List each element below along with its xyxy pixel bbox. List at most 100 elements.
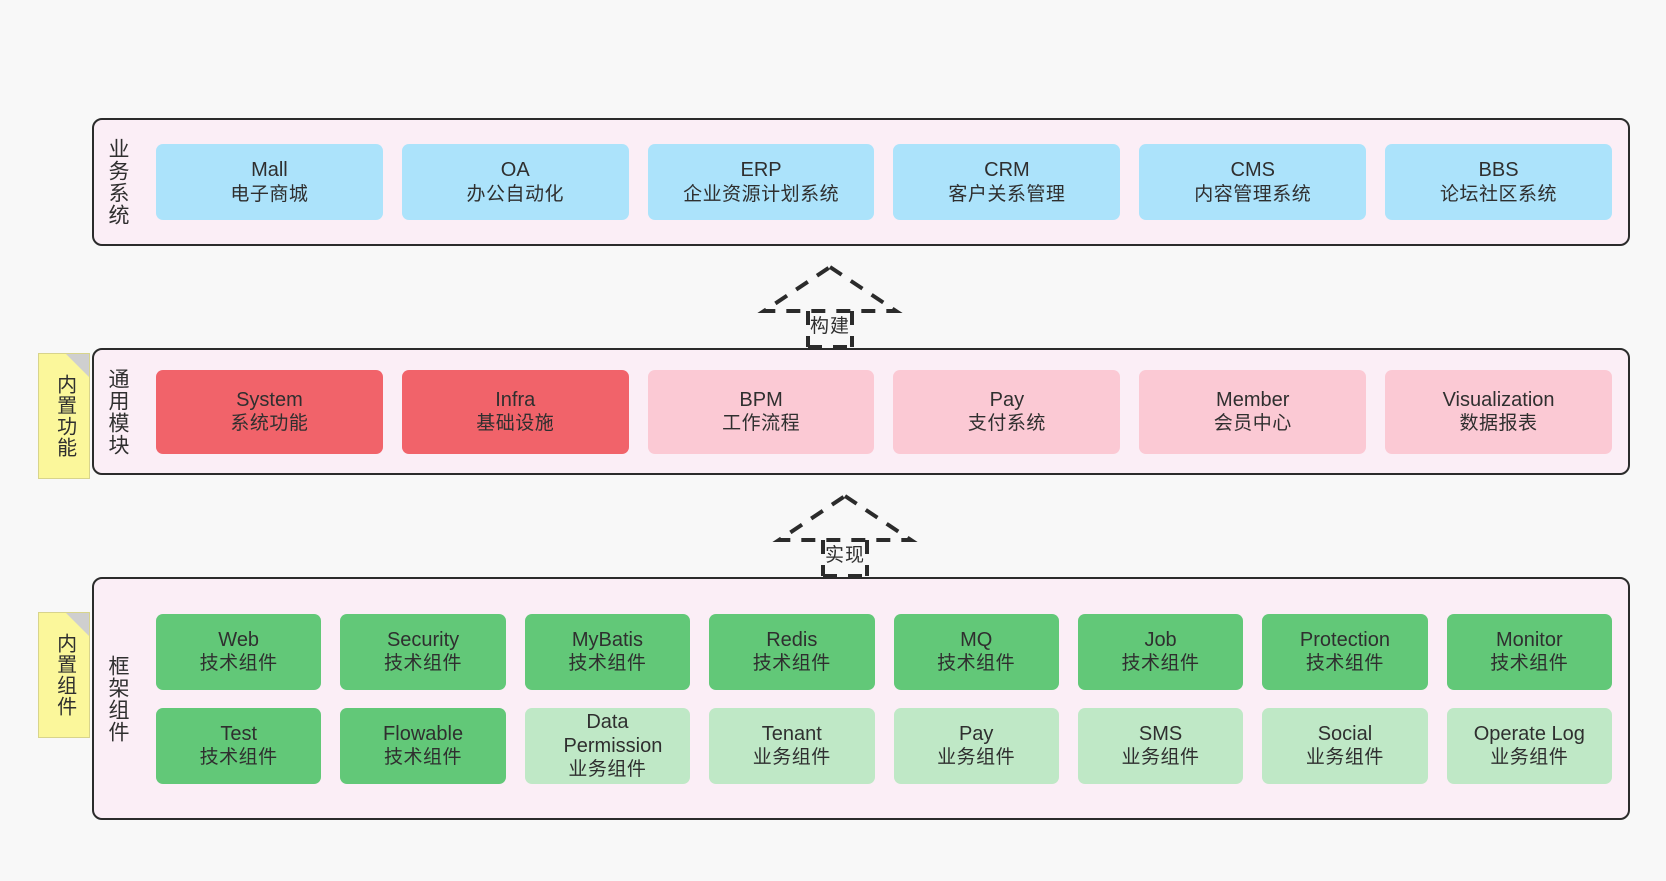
card-member[interactable]: Member 会员中心 — [1139, 369, 1367, 454]
card-title: Test — [220, 722, 258, 745]
card-title: Pay — [958, 722, 994, 745]
card-infra[interactable]: Infra 基础设施 — [401, 369, 629, 454]
note-label: 内置组件 — [53, 633, 76, 717]
card-title: Pay — [989, 388, 1025, 411]
card-web[interactable]: Web 技术组件 — [156, 613, 322, 690]
card-subtitle: 数据报表 — [1459, 413, 1538, 435]
layer-framework-component: 框架组件 Web 技术组件 Security 技术组件 MyBatis 技术组件… — [92, 577, 1630, 820]
card-mybatis[interactable]: MyBatis 技术组件 — [524, 613, 691, 690]
layer-title-framework-component: 框架组件 — [105, 654, 129, 743]
card-cms[interactable]: CMS 内容管理系统 — [1139, 144, 1367, 220]
card-mall[interactable]: Mall 电子商城 — [156, 144, 383, 220]
card-security[interactable]: Security 技术组件 — [340, 613, 506, 690]
card-subtitle: 客户关系管理 — [948, 183, 1066, 205]
card-title: OA — [500, 159, 530, 182]
card-title: Security — [386, 628, 460, 651]
card-visualization[interactable]: Visualization 数据报表 — [1385, 369, 1612, 454]
layer-title-common-module: 通用模块 — [105, 367, 129, 456]
card-title: Visualization — [1442, 388, 1555, 411]
card-subtitle: 技术组件 — [752, 653, 831, 675]
card-bbs[interactable]: BBS 论坛社区系统 — [1385, 144, 1612, 220]
card-sms[interactable]: SMS 业务组件 — [1077, 707, 1244, 784]
card-subtitle: 工作流程 — [722, 413, 801, 435]
card-subtitle: 办公自动化 — [466, 183, 564, 205]
card-monitor[interactable]: Monitor 技术组件 — [1446, 613, 1612, 690]
card-row: System 系统功能 Infra 基础设施 BPM 工作流程 Pay 支付系统… — [156, 369, 1612, 454]
card-title: CMS — [1230, 159, 1275, 182]
card-subtitle: 支付系统 — [967, 413, 1046, 435]
card-tenant[interactable]: Tenant 业务组件 — [709, 707, 875, 784]
card-flowable[interactable]: Flowable 技术组件 — [340, 707, 506, 784]
sticky-note-builtin-component: 内置组件 — [38, 612, 90, 738]
card-title: CRM — [984, 159, 1030, 182]
card-pay[interactable]: Pay 支付系统 — [893, 369, 1121, 454]
card-subtitle: 业务组件 — [1305, 747, 1384, 769]
card-title: Data Permission — [563, 710, 663, 757]
connector-build: 构建 — [757, 263, 903, 349]
card-protection[interactable]: Protection 技术组件 — [1262, 613, 1428, 690]
card-erp[interactable]: ERP 企业资源计划系统 — [647, 144, 875, 220]
card-subtitle: 业务组件 — [1121, 747, 1200, 769]
card-title: Monitor — [1495, 628, 1563, 651]
card-oa[interactable]: OA 办公自动化 — [401, 144, 629, 220]
card-subtitle: 技术组件 — [1490, 653, 1569, 675]
card-title: MyBatis — [571, 628, 643, 651]
card-subtitle: 基础设施 — [476, 413, 555, 435]
card-row: Test 技术组件 Flowable 技术组件 Data Permission … — [156, 707, 1612, 784]
layer-body-common-module: System 系统功能 Infra 基础设施 BPM 工作流程 Pay 支付系统… — [140, 350, 1628, 473]
card-title: Protection — [1299, 628, 1390, 651]
card-title: Job — [1144, 628, 1177, 651]
layer-title-business-system: 业务系统 — [105, 138, 129, 226]
card-subtitle: 电子商城 — [230, 183, 309, 205]
note-fold-icon — [66, 354, 89, 377]
generalization-arrow-icon — [772, 493, 918, 578]
card-job[interactable]: Job 技术组件 — [1077, 613, 1244, 690]
card-title: Operate Log — [1473, 722, 1585, 745]
card-system[interactable]: System 系统功能 — [156, 369, 383, 454]
card-subtitle: 会员中心 — [1213, 413, 1292, 435]
card-title: Member — [1216, 388, 1290, 411]
card-row: Web 技术组件 Security 技术组件 MyBatis 技术组件 Redi… — [156, 613, 1612, 690]
card-title: BPM — [739, 388, 783, 411]
card-data-permission[interactable]: Data Permission 业务组件 — [524, 707, 691, 784]
card-crm[interactable]: CRM 客户关系管理 — [893, 144, 1121, 220]
card-subtitle: 企业资源计划系统 — [683, 183, 840, 205]
card-title: ERP — [740, 159, 782, 182]
card-subtitle: 技术组件 — [568, 653, 647, 675]
card-subtitle: 技术组件 — [1121, 653, 1200, 675]
note-fold-icon — [66, 613, 89, 636]
connector-implement: 实现 — [772, 492, 918, 578]
card-subtitle: 业务组件 — [1490, 747, 1569, 769]
card-title: Infra — [495, 388, 536, 411]
sticky-note-builtin-function: 内置功能 — [38, 353, 90, 479]
card-subtitle: 业务组件 — [937, 747, 1016, 769]
card-redis[interactable]: Redis 技术组件 — [709, 613, 875, 690]
layer-common-module: 通用模块 System 系统功能 Infra 基础设施 BPM 工作流程 Pay… — [92, 348, 1630, 475]
card-subtitle: 论坛社区系统 — [1440, 183, 1558, 205]
note-label: 内置功能 — [53, 374, 76, 458]
layer-body-business-system: Mall 电子商城 OA 办公自动化 ERP 企业资源计划系统 CRM 客户关系… — [140, 120, 1628, 244]
card-subtitle: 业务组件 — [568, 759, 647, 781]
layer-business-system: 业务系统 Mall 电子商城 OA 办公自动化 ERP 企业资源计划系统 CRM… — [92, 118, 1630, 246]
connector-label: 构建 — [809, 316, 851, 337]
card-pay-component[interactable]: Pay 业务组件 — [893, 707, 1059, 784]
card-row: Mall 电子商城 OA 办公自动化 ERP 企业资源计划系统 CRM 客户关系… — [156, 144, 1612, 220]
card-subtitle: 业务组件 — [752, 747, 831, 769]
card-title: System — [236, 388, 303, 411]
card-mq[interactable]: MQ 技术组件 — [893, 613, 1059, 690]
generalization-arrow-icon — [757, 264, 903, 349]
card-subtitle: 技术组件 — [1305, 653, 1384, 675]
card-test[interactable]: Test 技术组件 — [156, 707, 322, 784]
card-operate-log[interactable]: Operate Log 业务组件 — [1446, 707, 1612, 784]
card-subtitle: 技术组件 — [937, 653, 1016, 675]
card-social[interactable]: Social 业务组件 — [1262, 707, 1428, 784]
connector-label: 实现 — [824, 545, 866, 566]
card-title: Tenant — [761, 722, 822, 745]
card-bpm[interactable]: BPM 工作流程 — [647, 369, 875, 454]
card-title: Redis — [766, 628, 818, 651]
card-title: Flowable — [383, 722, 464, 745]
card-subtitle: 技术组件 — [199, 653, 278, 675]
card-subtitle: 内容管理系统 — [1194, 183, 1312, 205]
card-subtitle: 技术组件 — [384, 653, 463, 675]
